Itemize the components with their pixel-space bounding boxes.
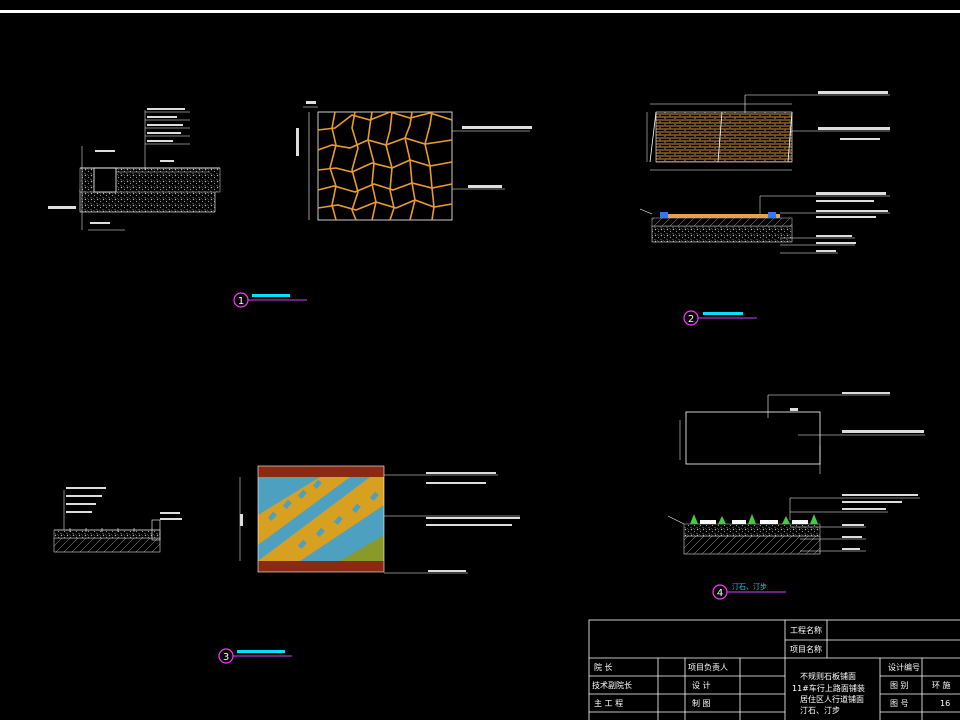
detail-3-sidewalk-section [53,487,182,553]
detail-4-title: 汀石、汀步 [732,583,767,591]
deputy-dean-label: 技术副院长 [592,680,632,690]
drawing-no-label: 图 号 [890,699,909,708]
drawing-category-label: 图 别 [890,681,909,690]
chief-engineer-label: 主 工 程 [594,698,623,708]
detail-4-label: 4 汀石、汀步 [712,583,786,600]
detail-1-label: 1 [233,292,307,308]
detail-1-irregular-stone-plan [296,101,532,221]
detail-2-brick-paving-section [639,192,890,254]
detail-2-brick-paving-plan [646,91,890,171]
detail-3-number: 3 [223,652,229,663]
detail-2-label: 2 [683,310,757,326]
detail-3-label: 3 [218,648,292,664]
drafting-label: 制 图 [692,698,711,708]
detail-3-colored-paving-plan [239,465,520,574]
drawing-content-line-3: 居住区人行道铺面 [800,694,864,704]
project-leader-label: 项目负责人 [688,662,728,672]
drawing-category-value: 环 施 [932,680,951,690]
drawing-no-value: 16 [940,699,950,708]
detail-4-stepping-stone-plan [679,392,925,474]
sheet-top-border [0,10,960,13]
drawing-content-line-2: 11#车行上路面铺装 [792,683,865,693]
detail-4-number: 4 [717,588,723,599]
detail-1-curb-section [48,108,221,231]
title-block-text: 工程名称 项目名称 院 长 技术副院长 主 工 程 项目负责人 设 计 制 图 … [592,625,951,715]
project-name-label: 工程名称 [790,625,822,635]
item-name-label: 项目名称 [790,644,822,654]
title-block [588,619,960,720]
detail-1-number: 1 [238,296,244,307]
detail-2-number: 2 [688,314,694,325]
dean-label: 院 长 [594,662,613,672]
detail-4-stepping-stone-section [667,494,920,555]
drawing-content-line-4: 汀石、汀步 [800,706,840,715]
drawing-content-line-1: 不规则石板铺面 [800,671,856,681]
design-label: 设 计 [692,680,711,690]
design-no-label: 设计编号 [888,662,920,672]
